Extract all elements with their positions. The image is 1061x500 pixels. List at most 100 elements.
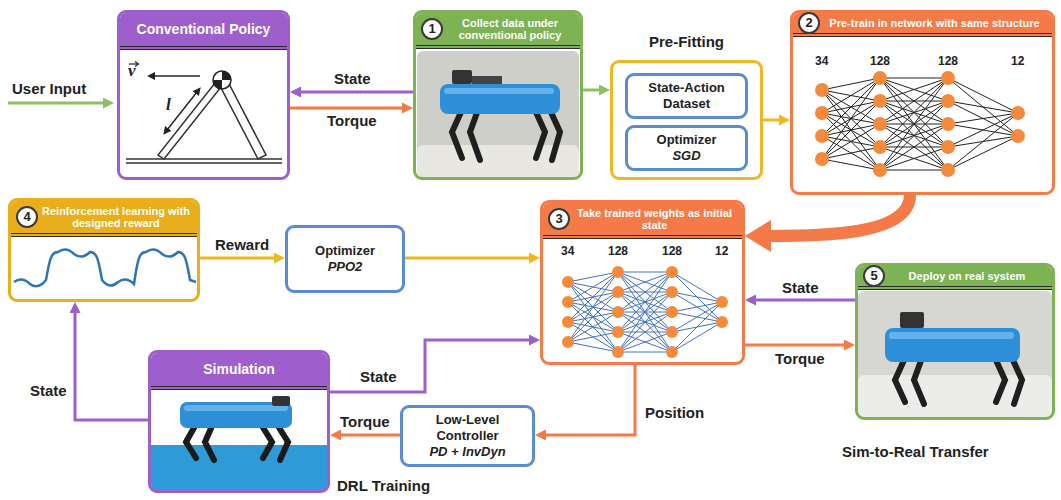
step-number: 3 bbox=[555, 211, 562, 226]
connector-path bbox=[767, 195, 910, 236]
connector-path bbox=[330, 340, 532, 392]
step-panel: Take trained weights as initial state 3 bbox=[540, 200, 745, 365]
connector-path bbox=[763, 119, 782, 122]
edge-label: Torque bbox=[773, 350, 827, 367]
process-box: Low-Level ControllerPD + InvDyn bbox=[400, 405, 535, 467]
panel-header: Take trained weights as initial state bbox=[543, 203, 742, 239]
callout-number: 2 bbox=[798, 12, 820, 34]
connector bbox=[745, 345, 847, 346]
reward-curve bbox=[14, 249, 196, 286]
label: DRL Training bbox=[335, 477, 432, 494]
connector-path bbox=[298, 91, 413, 94]
step-panel: Reinforcement learning with designed rew… bbox=[8, 198, 200, 302]
edge-label: State bbox=[28, 382, 69, 399]
label: 12 bbox=[713, 244, 730, 258]
connector-path bbox=[753, 299, 855, 302]
panel-title: Pre-train in network with same structure bbox=[829, 17, 1039, 29]
callout-number: 5 bbox=[863, 265, 885, 287]
simulation-render bbox=[151, 396, 327, 490]
panel-title: Deploy on real system bbox=[909, 270, 1026, 282]
edge-label: State bbox=[780, 279, 821, 296]
step-number: 1 bbox=[428, 21, 435, 36]
label: 12 bbox=[1009, 54, 1026, 68]
connector-path bbox=[75, 310, 148, 420]
process-box: OptimizerSGD bbox=[625, 125, 748, 171]
robot-photo bbox=[858, 291, 1052, 417]
box-subtitle: PPO2 bbox=[328, 259, 363, 275]
panel-title: Reinforcement learning with designed rew… bbox=[42, 205, 190, 229]
connector bbox=[583, 90, 602, 91]
step-number: 2 bbox=[805, 15, 812, 30]
connector-path bbox=[200, 257, 277, 260]
panel-title: Collect data under conventional policy bbox=[459, 17, 562, 41]
label: 128 bbox=[660, 244, 684, 258]
edge-label: State bbox=[358, 368, 399, 385]
edge-label: Torque bbox=[325, 112, 379, 129]
process-box: State-Action Dataset bbox=[625, 73, 748, 119]
robot-photo bbox=[417, 51, 579, 177]
step-panel: Collect data under conventional policy 1 bbox=[413, 10, 583, 180]
edge-label: State bbox=[332, 70, 373, 87]
connector bbox=[200, 258, 277, 259]
panel-title: Simulation bbox=[203, 361, 275, 377]
edge-label: Torque bbox=[338, 413, 392, 430]
connector bbox=[753, 300, 855, 301]
connector bbox=[290, 108, 405, 109]
network-sketch bbox=[562, 266, 728, 358]
connector bbox=[298, 92, 413, 93]
edge-label: Position bbox=[643, 404, 706, 421]
step-panel: Deploy on real system 5 bbox=[855, 263, 1055, 420]
panel-title: Take trained weights as initial state bbox=[577, 207, 732, 231]
step-panel: Pre-train in network with same structure… bbox=[790, 10, 1055, 195]
connector-path bbox=[543, 365, 635, 435]
panel-header: Deploy on real system bbox=[858, 266, 1052, 290]
callout-number: 3 bbox=[548, 208, 570, 230]
box-title: Low-Level Controller bbox=[409, 412, 526, 444]
callout-number: 1 bbox=[421, 18, 443, 40]
group-heading: Pre-Fitting bbox=[593, 33, 780, 50]
edge-label: Reward bbox=[213, 236, 271, 253]
label: User Input bbox=[10, 80, 88, 97]
label: 34 bbox=[559, 244, 576, 258]
panel-header: Reinforcement learning with designed rew… bbox=[11, 201, 197, 237]
label: v bbox=[128, 62, 136, 79]
connector-path bbox=[338, 434, 400, 437]
label: 128 bbox=[936, 54, 960, 68]
connector bbox=[75, 310, 148, 420]
panel-header: Simulation bbox=[151, 353, 327, 390]
arrow-head bbox=[745, 220, 771, 252]
input-arrow bbox=[8, 102, 106, 105]
step-number: 5 bbox=[870, 268, 877, 283]
step-panel: Simulation bbox=[148, 350, 330, 493]
label: 34 bbox=[813, 54, 830, 68]
box-subtitle: SGD bbox=[672, 148, 700, 164]
connector bbox=[763, 120, 782, 121]
box-title: Optimizer bbox=[315, 243, 375, 259]
panel-title: Conventional Policy bbox=[137, 21, 271, 37]
connector-path bbox=[290, 107, 405, 110]
step-number: 4 bbox=[23, 209, 30, 224]
label: l bbox=[166, 96, 171, 113]
network-sketch bbox=[815, 71, 1025, 177]
box-subtitle: PD + InvDyn bbox=[429, 444, 505, 460]
box-title: Optimizer bbox=[657, 132, 717, 148]
panel-header: Pre-train in network with same structure bbox=[793, 13, 1052, 37]
connector bbox=[330, 340, 532, 392]
connector bbox=[338, 435, 400, 436]
callout-number: 4 bbox=[16, 206, 38, 228]
connector bbox=[405, 258, 532, 259]
label: 128 bbox=[868, 54, 892, 68]
step-panel: Conventional Policy bbox=[117, 10, 290, 180]
label: Sim-to-Real Transfer bbox=[840, 443, 991, 460]
group-box: Pre-FittingState-Action DatasetOptimizer… bbox=[610, 60, 763, 180]
panel-header: Conventional Policy bbox=[120, 13, 287, 50]
label: 128 bbox=[606, 244, 630, 258]
process-box: OptimizerPPO2 bbox=[285, 225, 405, 293]
box-title: State-Action Dataset bbox=[634, 80, 739, 112]
connector-path bbox=[745, 344, 847, 347]
connector-path bbox=[405, 257, 532, 260]
connector-path bbox=[583, 89, 602, 92]
connector bbox=[745, 195, 910, 252]
connector bbox=[543, 365, 635, 435]
